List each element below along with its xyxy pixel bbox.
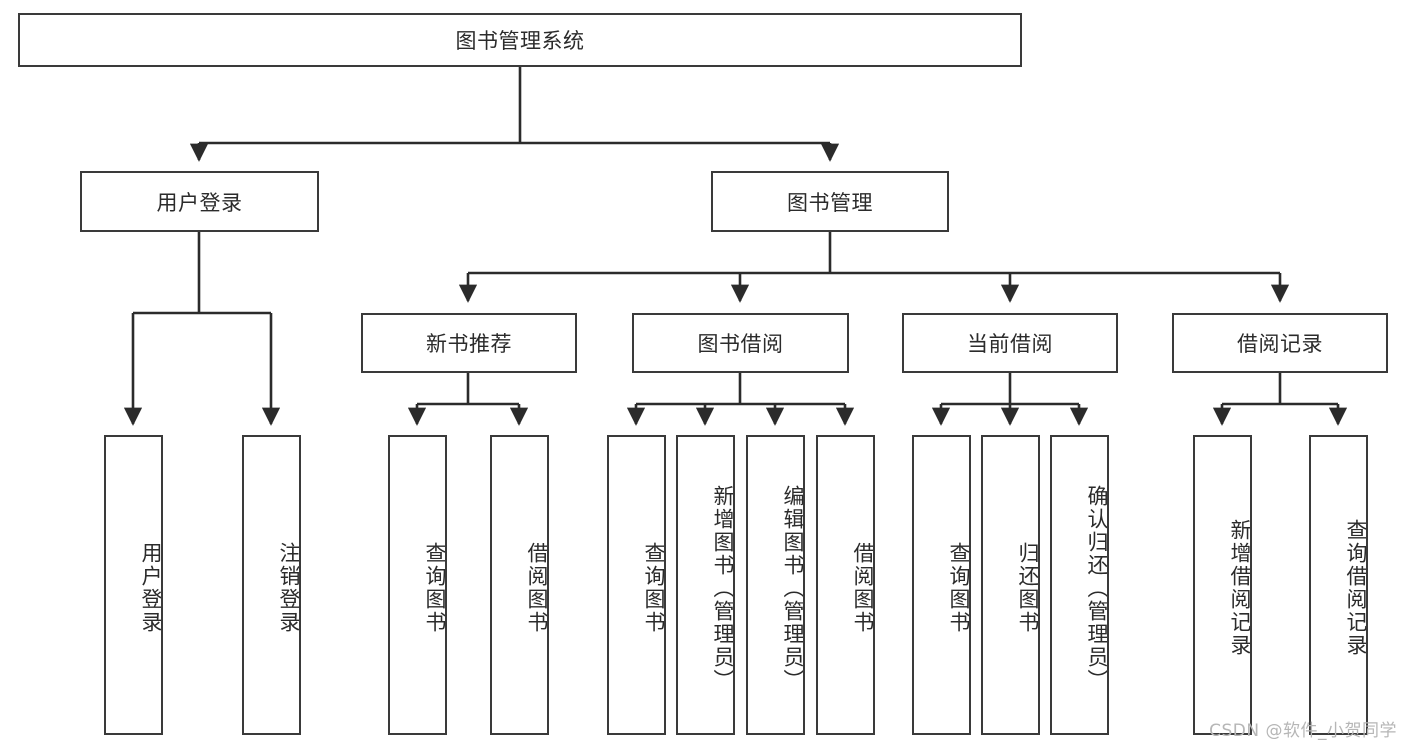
leaf-user-login-signout[interactable]: 注销登录	[242, 435, 301, 735]
leaf-label: 新增图书（管理员）	[711, 484, 735, 692]
leaf-book-borrow-edit[interactable]: 编辑图书（管理员）	[746, 435, 805, 735]
leaf-borrow-record-query[interactable]: 查询借阅记录	[1309, 435, 1368, 735]
leaf-book-borrow-lend[interactable]: 借阅图书	[816, 435, 875, 735]
leaf-label: 编辑图书（管理员）	[781, 484, 805, 692]
node-current-borrow[interactable]: 当前借阅	[902, 313, 1118, 373]
leaf-new-book-borrow[interactable]: 借阅图书	[490, 435, 549, 735]
node-user-login[interactable]: 用户登录	[80, 171, 319, 232]
leaf-label: 新增借阅记录	[1228, 519, 1252, 657]
leaf-book-borrow-query[interactable]: 查询图书	[607, 435, 666, 735]
leaf-label: 借阅图书	[525, 542, 549, 634]
leaf-current-borrow-confirm[interactable]: 确认归还（管理员）	[1050, 435, 1109, 735]
node-book-management[interactable]: 图书管理	[711, 171, 949, 232]
leaf-label: 用户登录	[139, 542, 163, 634]
leaf-book-borrow-add[interactable]: 新增图书（管理员）	[676, 435, 735, 735]
leaf-borrow-record-add[interactable]: 新增借阅记录	[1193, 435, 1252, 735]
leaf-new-book-query[interactable]: 查询图书	[388, 435, 447, 735]
leaf-label: 查询图书	[947, 542, 971, 634]
leaf-label: 确认归还（管理员）	[1085, 484, 1109, 692]
leaf-label: 查询图书	[423, 542, 447, 634]
leaf-user-login-signin[interactable]: 用户登录	[104, 435, 163, 735]
leaf-label: 借阅图书	[851, 542, 875, 634]
leaf-label: 归还图书	[1016, 542, 1040, 634]
node-root-system[interactable]: 图书管理系统	[18, 13, 1022, 67]
leaf-label: 查询借阅记录	[1344, 519, 1368, 657]
leaf-label: 注销登录	[277, 542, 301, 634]
leaf-label: 查询图书	[642, 542, 666, 634]
node-new-book-recommend[interactable]: 新书推荐	[361, 313, 577, 373]
leaf-current-borrow-query[interactable]: 查询图书	[912, 435, 971, 735]
leaf-current-borrow-return[interactable]: 归还图书	[981, 435, 1040, 735]
node-borrow-record[interactable]: 借阅记录	[1172, 313, 1388, 373]
node-book-borrow[interactable]: 图书借阅	[632, 313, 849, 373]
